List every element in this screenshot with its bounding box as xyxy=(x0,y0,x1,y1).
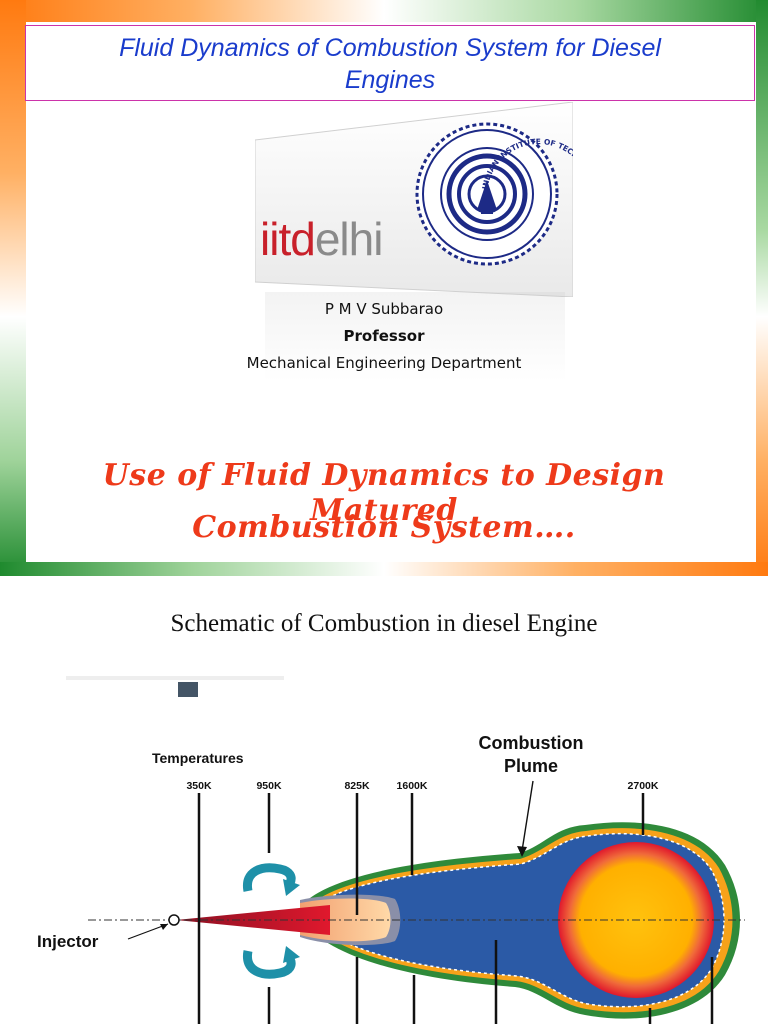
faint-header-bar xyxy=(66,676,284,680)
combustion-schematic: Temperatures Combustion Plume Injector 3… xyxy=(37,733,745,1024)
tricolor-left-band xyxy=(0,0,26,576)
plume-pointer xyxy=(521,780,534,852)
slide-title-box: Fluid Dynamics of Combustion System for … xyxy=(25,25,755,101)
slide-content-panel xyxy=(26,22,756,562)
temp-label: 2700K xyxy=(628,780,659,792)
presenter-name: P M V Subbarao xyxy=(324,300,444,318)
slide-title-line1: Fluid Dynamics of Combustion System for … xyxy=(119,34,661,62)
tricolor-top-band xyxy=(0,0,768,22)
iitd-logo: INDIAN INSTITUTE OF TECHNOLOGY DELHI iit… xyxy=(254,101,598,298)
tagline-line2: Combustion System…. xyxy=(192,510,576,545)
logo-reflection xyxy=(265,292,565,382)
tagline-line1: Use of Fluid Dynamics to Design Matured xyxy=(102,458,666,528)
temp-label: 950K xyxy=(256,780,282,792)
logo-card: INDIAN INSTITUTE OF TECHNOLOGY DELHI xyxy=(254,101,598,298)
injector-arrowhead-icon xyxy=(160,924,168,930)
temperature-lines xyxy=(197,793,714,1024)
dark-square-marker xyxy=(178,682,198,697)
air-entrainment-swirl-icon xyxy=(243,863,300,979)
temp-label: 1600K xyxy=(397,780,428,792)
presenter-department: Mechanical Engineering Department xyxy=(246,354,522,372)
plume-arrowhead-icon xyxy=(517,846,527,857)
temp-label: 825K xyxy=(344,780,370,792)
temperatures-label: Temperatures xyxy=(152,750,244,766)
injector-nozzle-icon xyxy=(168,914,180,926)
plume-label-line2: Plume xyxy=(504,756,558,776)
slide-title: Fluid Dynamics of Combustion System for … xyxy=(26,32,754,96)
injector-label: Injector xyxy=(37,932,99,951)
schematic-title: Schematic of Combustion in diesel Engine xyxy=(170,610,598,637)
slide-title-line2: Engines xyxy=(344,66,436,94)
iitd-wordmark: iitdelhi xyxy=(260,212,384,266)
wordmark-part-2: elhi xyxy=(314,213,384,265)
tricolor-bottom-band xyxy=(0,562,768,576)
temp-label: 350K xyxy=(186,780,212,792)
presenter-role: Professor xyxy=(343,327,425,345)
tricolor-right-band xyxy=(756,0,768,576)
wordmark-part-1: iitd xyxy=(260,213,316,265)
plume-label-line1: Combustion xyxy=(479,733,584,753)
